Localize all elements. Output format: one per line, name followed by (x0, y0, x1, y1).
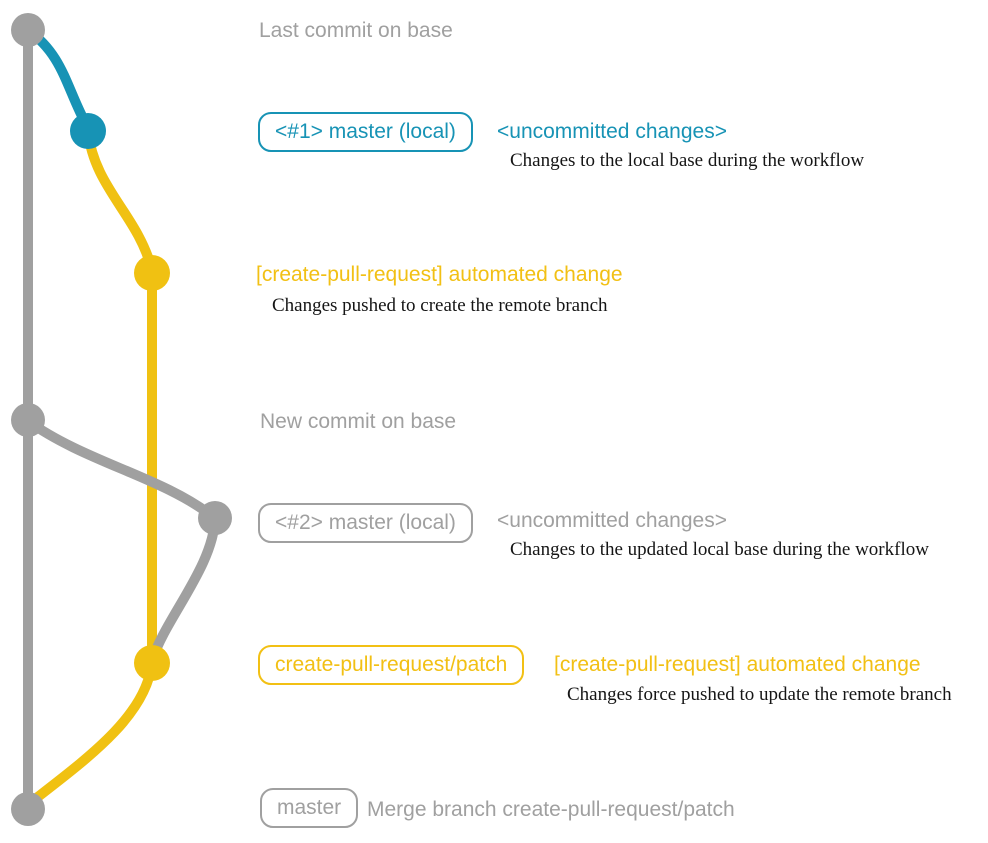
commit-message-automated-1: [create-pull-request] automated change (256, 263, 623, 286)
branch-box-master-local-1: <#1> master (local) (258, 112, 473, 152)
commit-dot-last-base (11, 13, 45, 47)
description-push-2: Changes force pushed to update the remot… (567, 684, 952, 705)
merge-commit-label: Merge branch create-pull-request/patch (367, 798, 735, 821)
branch-curve-remote-out (83, 126, 157, 275)
branch-curve-local-2-out (23, 416, 217, 521)
last-commit-label: Last commit on base (259, 19, 453, 42)
commit-dot-local-1 (70, 113, 106, 149)
commit-message-automated-2: [create-pull-request] automated change (554, 653, 921, 676)
branch-box-master-local-2: <#2> master (local) (258, 503, 473, 543)
description-push-1: Changes pushed to create the remote bran… (272, 295, 608, 316)
uncommitted-changes-label-1: <uncommitted changes> (497, 120, 727, 143)
commit-dot-remote-1 (134, 255, 170, 291)
commit-dot-local-2 (198, 501, 232, 535)
description-local-changes-1: Changes to the local base during the wor… (510, 150, 865, 171)
branch-curve-local-1 (23, 25, 93, 133)
new-commit-label: New commit on base (260, 410, 457, 433)
commit-dot-remote-2 (134, 645, 170, 681)
branch-box-create-pull-request-patch: create-pull-request/patch (258, 645, 525, 685)
uncommitted-changes-label-2: <uncommitted changes> (497, 509, 727, 532)
branch-box-master: master (260, 788, 359, 828)
commit-dot-new-base (11, 403, 45, 437)
description-local-changes-2: Changes to the updated local base during… (510, 539, 929, 560)
commit-dot-merge (11, 792, 45, 826)
branch-curve-merge (25, 658, 157, 808)
branch-curve-local-2-return (148, 513, 220, 663)
